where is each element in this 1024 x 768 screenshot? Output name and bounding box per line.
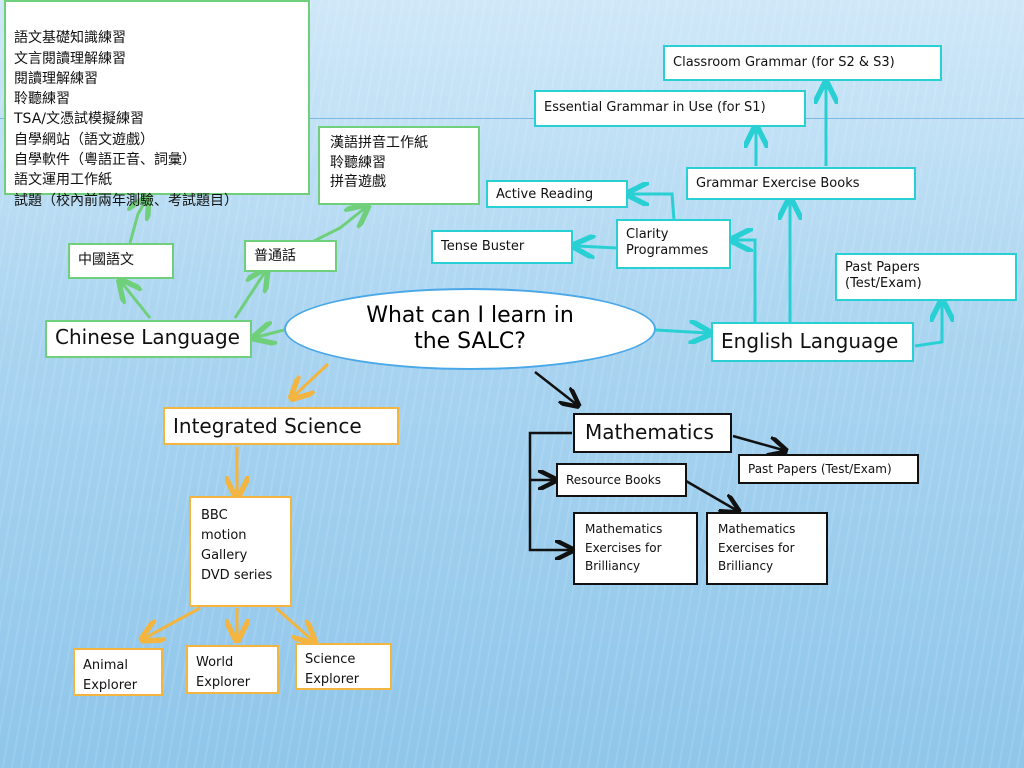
- link-bbc-animal: [145, 606, 201, 638]
- center-hub: What can I learn in the SALC?: [284, 288, 656, 370]
- grammar-exercise-node: Grammar Exercise Books: [686, 167, 916, 200]
- chinese-language-node: Chinese Language: [45, 320, 252, 358]
- chinese-item: 試題（校內前兩年測驗、考試題目）: [14, 192, 238, 209]
- chinese-item: 語文運用工作紙: [14, 172, 112, 189]
- link-math-branch: [528, 431, 572, 550]
- clarity-programmes-node: Clarity Programmes: [616, 219, 731, 269]
- chinese-item: 自學網站（語文遊戲）: [14, 131, 154, 148]
- science-explorer-node: Science Explorer: [295, 643, 392, 690]
- integrated-science-node: Integrated Science: [163, 407, 399, 445]
- classroom-grammar-node: Classroom Grammar (for S2 & S3): [663, 45, 942, 81]
- link-hub-english: [655, 330, 707, 333]
- link-clarity-tensebuster: [577, 246, 618, 248]
- link-putonghua-items: [311, 208, 365, 244]
- link-zhongwen-items: [130, 200, 146, 244]
- link-hub-math: [534, 371, 576, 404]
- math-past-papers-node: Past Papers (Test/Exam): [738, 454, 919, 484]
- link-english-pastpapers: [914, 304, 942, 348]
- chinese-item: 自學軟件（粵語正音、詞彙）: [14, 152, 196, 169]
- chinese-items-list: 語文基礎知識練習文言閱讀理解練習閱讀理解練習聆聽練習 TSA/文憑試模擬練習自學網…: [4, 0, 310, 209]
- chinese-item: 語文基礎知識練習: [14, 30, 126, 47]
- background-line: [0, 118, 1024, 119]
- active-reading-node: Active Reading: [486, 180, 628, 208]
- math-exercises-node-1: Mathematics Exercises for Brilliancy: [573, 512, 698, 585]
- link-resourcebooks-exercises: [685, 479, 736, 510]
- link-clarity-activereading: [631, 194, 676, 221]
- link-hub-chinese: [257, 330, 285, 337]
- chinese-item: 文言閱讀理解練習: [14, 50, 126, 67]
- bbc-node: BBC motion Gallery DVD series: [189, 496, 292, 607]
- english-language-node: English Language: [711, 322, 914, 362]
- link-chinese-putonghua: [233, 272, 265, 319]
- resource-books-node: Resource Books: [556, 463, 687, 497]
- english-past-papers-node: Past Papers (Test/Exam): [835, 253, 1017, 301]
- chinese-item: 聆聽練習: [14, 91, 70, 108]
- world-explorer-node: World Explorer: [186, 645, 279, 694]
- link-chinese-zhongwen: [122, 283, 152, 319]
- chinese-item: TSA/文憑試模擬練習: [14, 111, 144, 128]
- mathematics-node: Mathematics: [573, 413, 732, 453]
- chinese-item: 閱讀理解練習: [14, 70, 98, 87]
- essential-grammar-node: Essential Grammar in Use (for S1): [534, 90, 806, 127]
- link-english-clarity: [735, 240, 757, 322]
- link-hub-science: [294, 362, 330, 396]
- math-exercises-node-2: Mathematics Exercises for Brilliancy: [706, 512, 828, 585]
- link-bbc-science: [275, 606, 312, 640]
- zhongwen-node: 中國語文: [68, 243, 174, 279]
- putonghua-node: 普通話: [244, 240, 337, 272]
- animal-explorer-node: Animal Explorer: [73, 648, 163, 696]
- putonghua-items: 漢語拼音工作紙 聆聽練習 拼音遊戲: [318, 126, 480, 205]
- tense-buster-node: Tense Buster: [431, 230, 573, 264]
- link-math-pastpapers: [732, 434, 783, 450]
